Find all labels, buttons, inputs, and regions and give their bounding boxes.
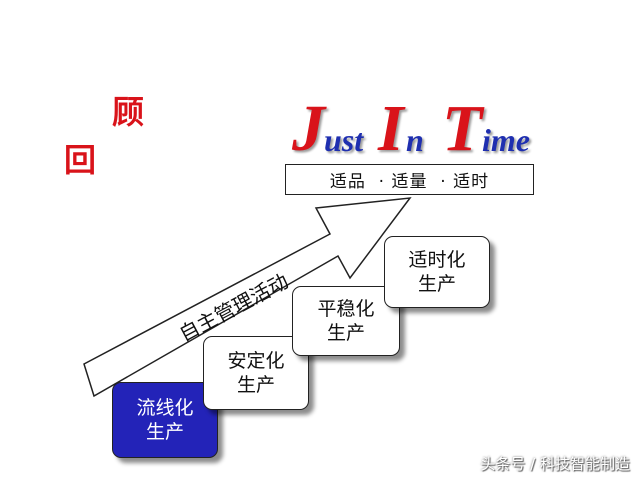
step-3-line2: 生产 xyxy=(326,322,365,344)
jit-logo: J ust I n T ime xyxy=(290,92,560,164)
jit-letter-i: I xyxy=(378,92,404,165)
step-1-line2: 生产 xyxy=(145,421,184,443)
jit-letters-ust: ust xyxy=(324,122,364,158)
step-4-line1: 适时化 xyxy=(408,249,466,271)
step-2-line2: 生产 xyxy=(236,374,275,396)
jit-letter-t: T xyxy=(442,92,483,165)
step-flow-production: 流线化 生产 xyxy=(112,382,218,458)
step-smooth-production: 平稳化 生产 xyxy=(292,286,400,356)
title-char-hui: 回 xyxy=(64,141,97,179)
jit-letters-ime: ime xyxy=(482,122,530,158)
step-1-line1: 流线化 xyxy=(136,397,194,419)
jit-subtitle-box: 适品 · 适量 · 适时 xyxy=(285,164,534,195)
step-3-line1: 平稳化 xyxy=(317,298,375,320)
step-timely-production: 适时化 生产 xyxy=(384,236,490,308)
jit-letters-n: n xyxy=(406,122,424,158)
watermark: 头条号 / 科技智能制造 xyxy=(480,455,630,473)
step-2-line1: 安定化 xyxy=(227,350,285,372)
step-stable-production: 安定化 生产 xyxy=(203,336,309,410)
title-char-gu: 顾 xyxy=(112,93,145,131)
step-4-line2: 生产 xyxy=(417,273,456,295)
jit-letter-j: J xyxy=(292,92,325,165)
